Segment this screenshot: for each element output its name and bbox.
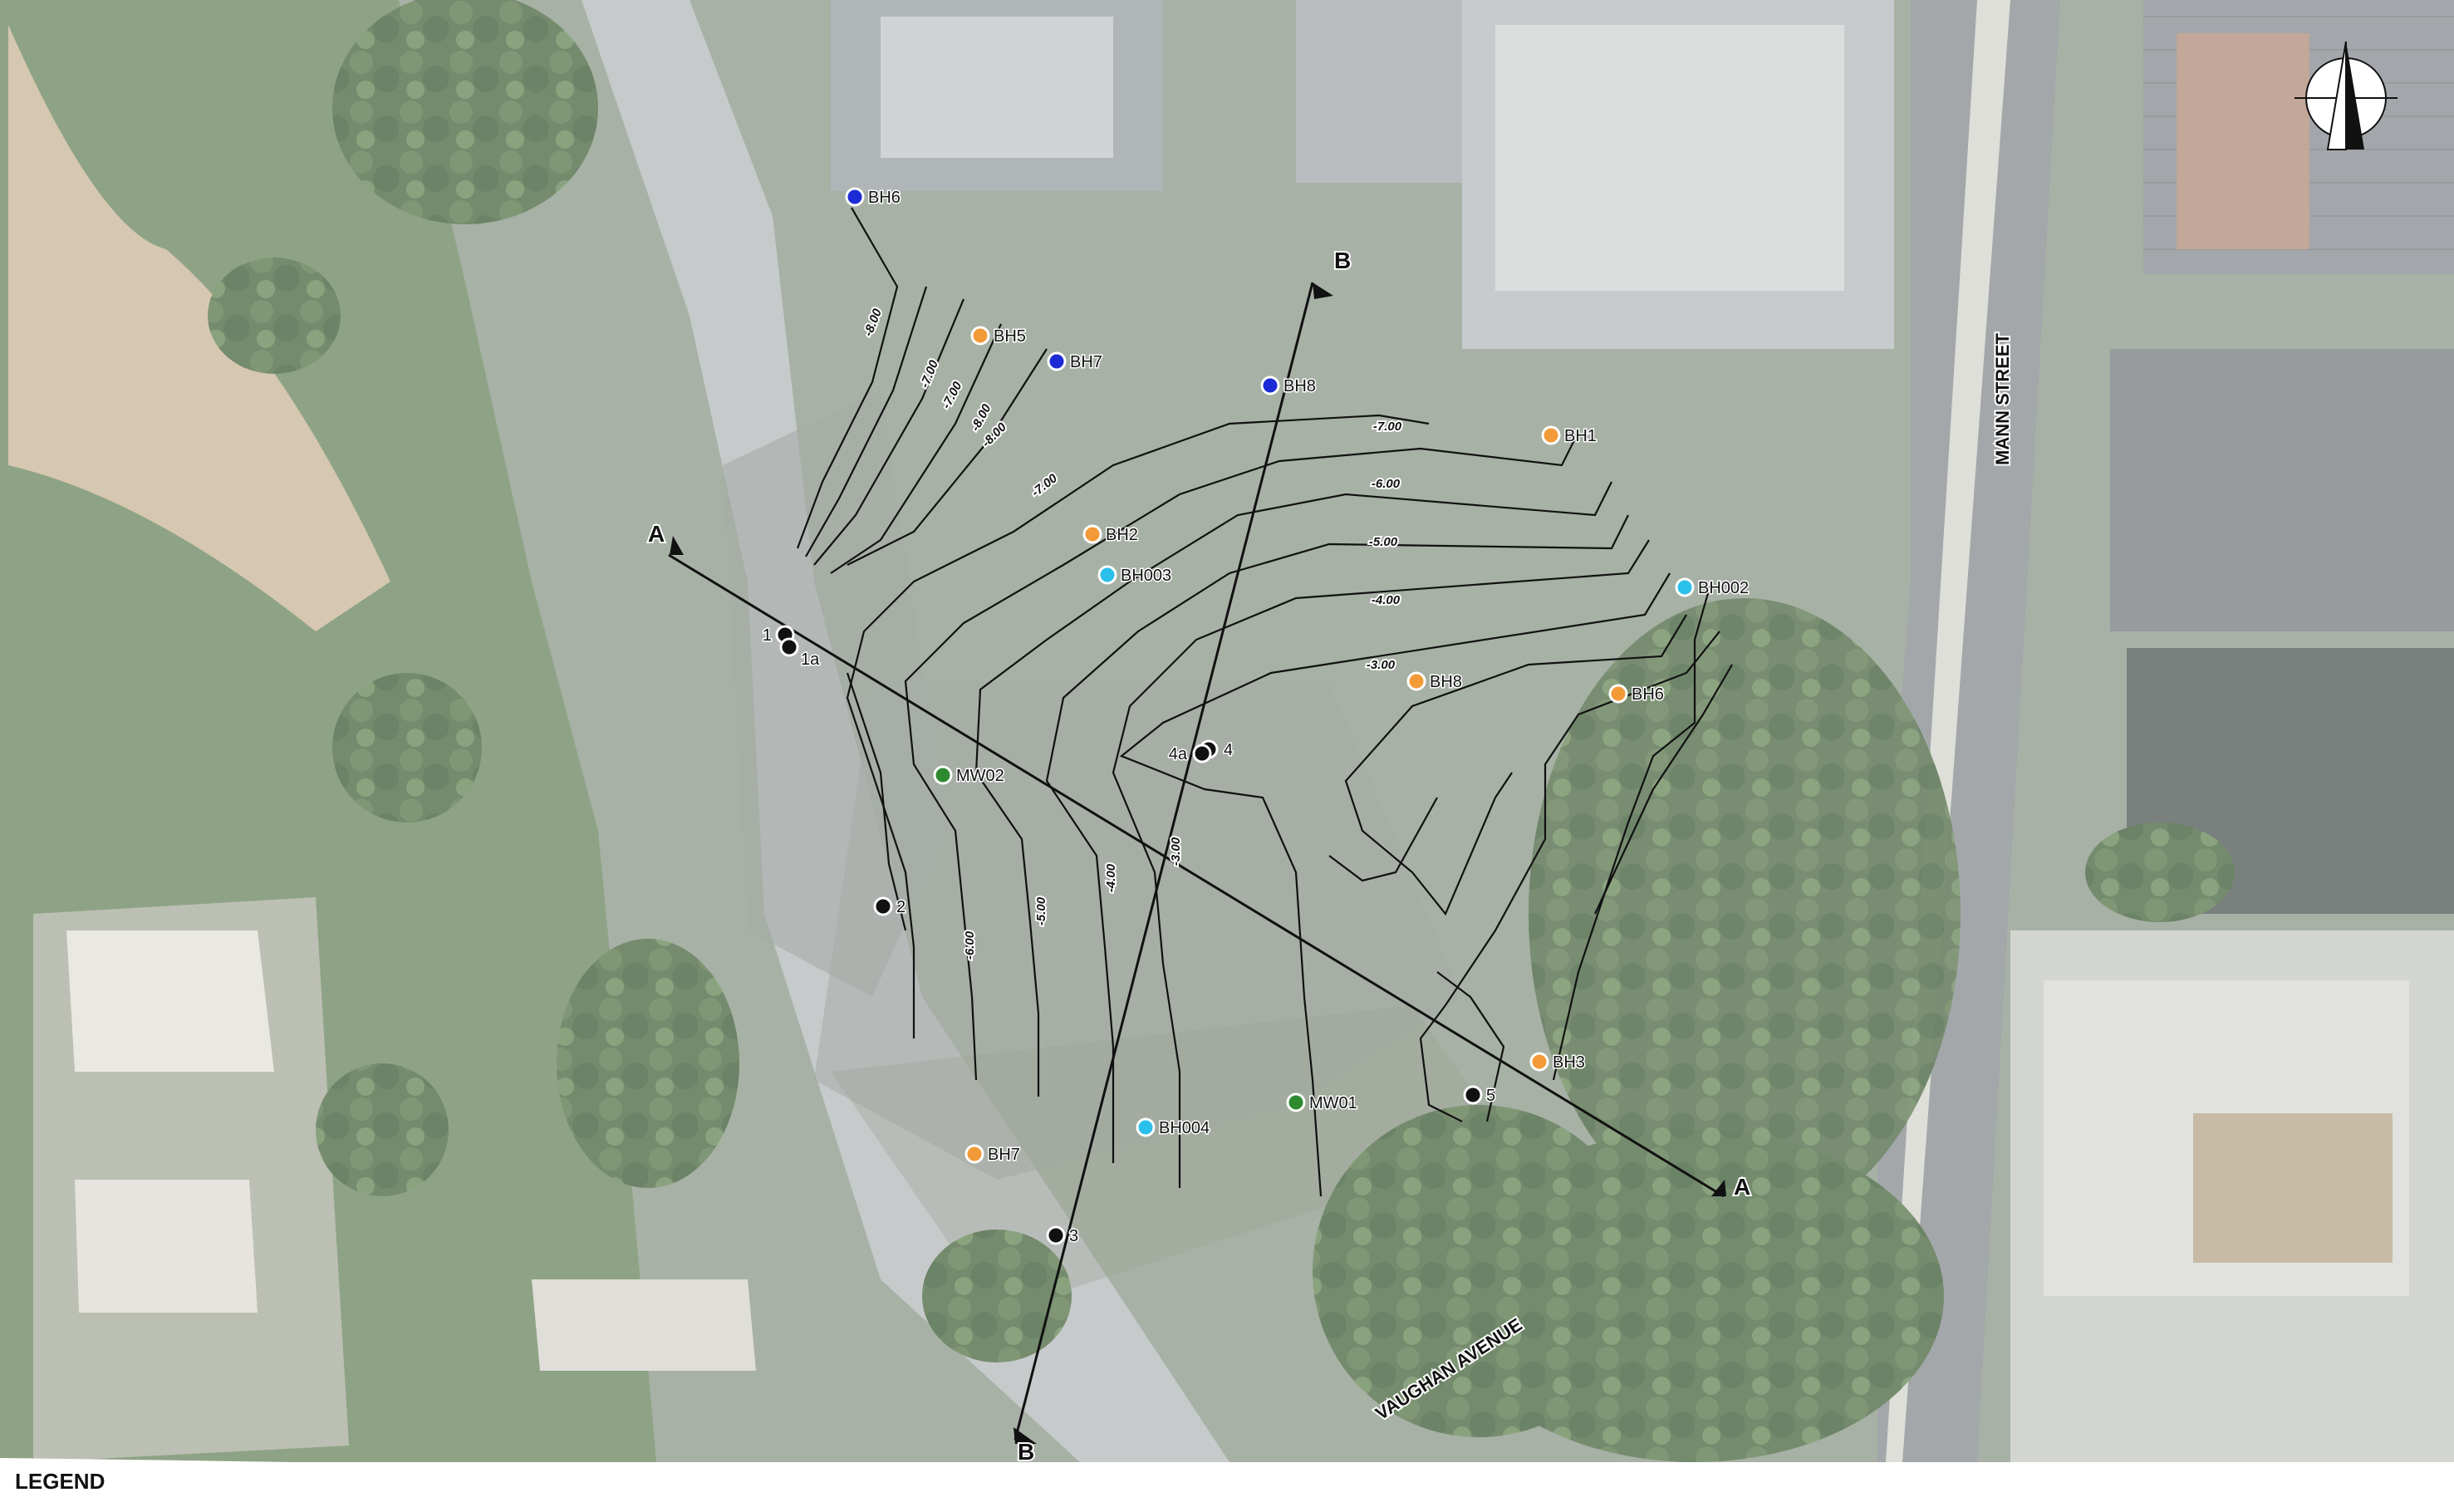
point-label-bh6-north: BH6 bbox=[868, 189, 901, 207]
vegetation bbox=[208, 0, 2235, 1462]
point-label-p4a: 4a bbox=[1169, 745, 1188, 763]
point-marker-bh8-north bbox=[1260, 376, 1280, 395]
section-label-a-end: A bbox=[1734, 1174, 1750, 1200]
point-marker-mw01 bbox=[1286, 1092, 1306, 1112]
contour-label: -5.00 bbox=[1034, 896, 1048, 925]
contour-label: -5.00 bbox=[1369, 535, 1398, 549]
contour-label: -4.00 bbox=[1104, 863, 1118, 892]
point-marker-bh1 bbox=[1541, 425, 1561, 445]
point-label-bh003: BH003 bbox=[1121, 567, 1171, 585]
point-label-bh5: BH5 bbox=[994, 327, 1026, 346]
point-marker-bh002 bbox=[1675, 577, 1695, 597]
point-marker-bh6-north bbox=[845, 187, 865, 207]
point-marker-bh2 bbox=[1082, 524, 1102, 544]
point-marker-p3 bbox=[1046, 1225, 1066, 1245]
point-label-p4: 4 bbox=[1224, 741, 1233, 759]
contour-label: -6.00 bbox=[1372, 477, 1401, 491]
point-label-mw02: MW02 bbox=[956, 767, 1004, 785]
section-flag-a-start bbox=[670, 536, 684, 555]
point-marker-bh3 bbox=[1529, 1052, 1549, 1072]
contour-label: -7.00 bbox=[1373, 420, 1402, 434]
point-label-bh1: BH1 bbox=[1564, 427, 1597, 445]
contour-label: -3.00 bbox=[1169, 837, 1183, 866]
section-line-a bbox=[668, 553, 1725, 1198]
legend-heading: LEGEND bbox=[15, 1469, 106, 1494]
buildings bbox=[723, 0, 2454, 1462]
groundwater-contours bbox=[796, 207, 1733, 1197]
point-marker-p5 bbox=[1463, 1085, 1483, 1105]
point-marker-p4a bbox=[1192, 744, 1212, 763]
point-label-bh8-site: BH8 bbox=[1430, 673, 1462, 691]
point-label-p2: 2 bbox=[896, 898, 906, 916]
point-marker-mw02 bbox=[933, 765, 953, 785]
section-label-b-start: B bbox=[1334, 248, 1351, 273]
contour-label: -6.00 bbox=[963, 930, 977, 960]
point-marker-p1a bbox=[779, 637, 799, 657]
section-lines: A A B B bbox=[646, 246, 1752, 1466]
street-label-mann: MANN STREET bbox=[1992, 333, 2013, 465]
section-label-b-end: B bbox=[1018, 1439, 1034, 1465]
point-label-mw01: MW01 bbox=[1309, 1094, 1357, 1112]
point-label-bh8-north: BH8 bbox=[1283, 377, 1316, 395]
point-marker-p2 bbox=[873, 896, 893, 916]
point-label-bh6-east: BH6 bbox=[1632, 685, 1664, 704]
point-marker-bh7-north bbox=[1047, 351, 1067, 371]
point-label-p3: 3 bbox=[1069, 1227, 1078, 1245]
point-label-p1a: 1a bbox=[801, 650, 820, 669]
point-marker-bh6-east bbox=[1608, 684, 1628, 704]
point-marker-bh004 bbox=[1136, 1117, 1156, 1137]
point-label-bh7-north: BH7 bbox=[1070, 353, 1102, 371]
point-label-bh3: BH3 bbox=[1553, 1053, 1585, 1072]
borehole-points: BH6BH5BH7BH8BH1BH2BH003BH002BH8BH6MW02BH… bbox=[761, 187, 1750, 1247]
section-flag-b-start bbox=[1313, 282, 1333, 299]
point-marker-bh003 bbox=[1097, 565, 1117, 585]
section-flag-a-end bbox=[1711, 1180, 1726, 1196]
north-arrow-icon bbox=[2294, 41, 2398, 150]
point-label-bh004: BH004 bbox=[1159, 1119, 1210, 1137]
point-marker-bh5 bbox=[970, 326, 990, 346]
point-label-p5: 5 bbox=[1486, 1087, 1495, 1105]
contour-label: -4.00 bbox=[1372, 593, 1401, 607]
section-flag-b-end bbox=[1014, 1427, 1037, 1444]
contour-label: -3.00 bbox=[1367, 658, 1396, 672]
point-label-bh7-south: BH7 bbox=[988, 1146, 1020, 1164]
point-marker-bh7-south bbox=[964, 1144, 984, 1164]
point-label-bh002: BH002 bbox=[1698, 579, 1749, 597]
point-marker-bh8-site bbox=[1406, 671, 1426, 691]
section-label-a-start: A bbox=[648, 521, 665, 547]
point-label-p1: 1 bbox=[763, 626, 772, 645]
point-label-bh2: BH2 bbox=[1106, 526, 1138, 544]
section-line-b bbox=[1014, 282, 1314, 1441]
aerial-base bbox=[0, 0, 2454, 1462]
